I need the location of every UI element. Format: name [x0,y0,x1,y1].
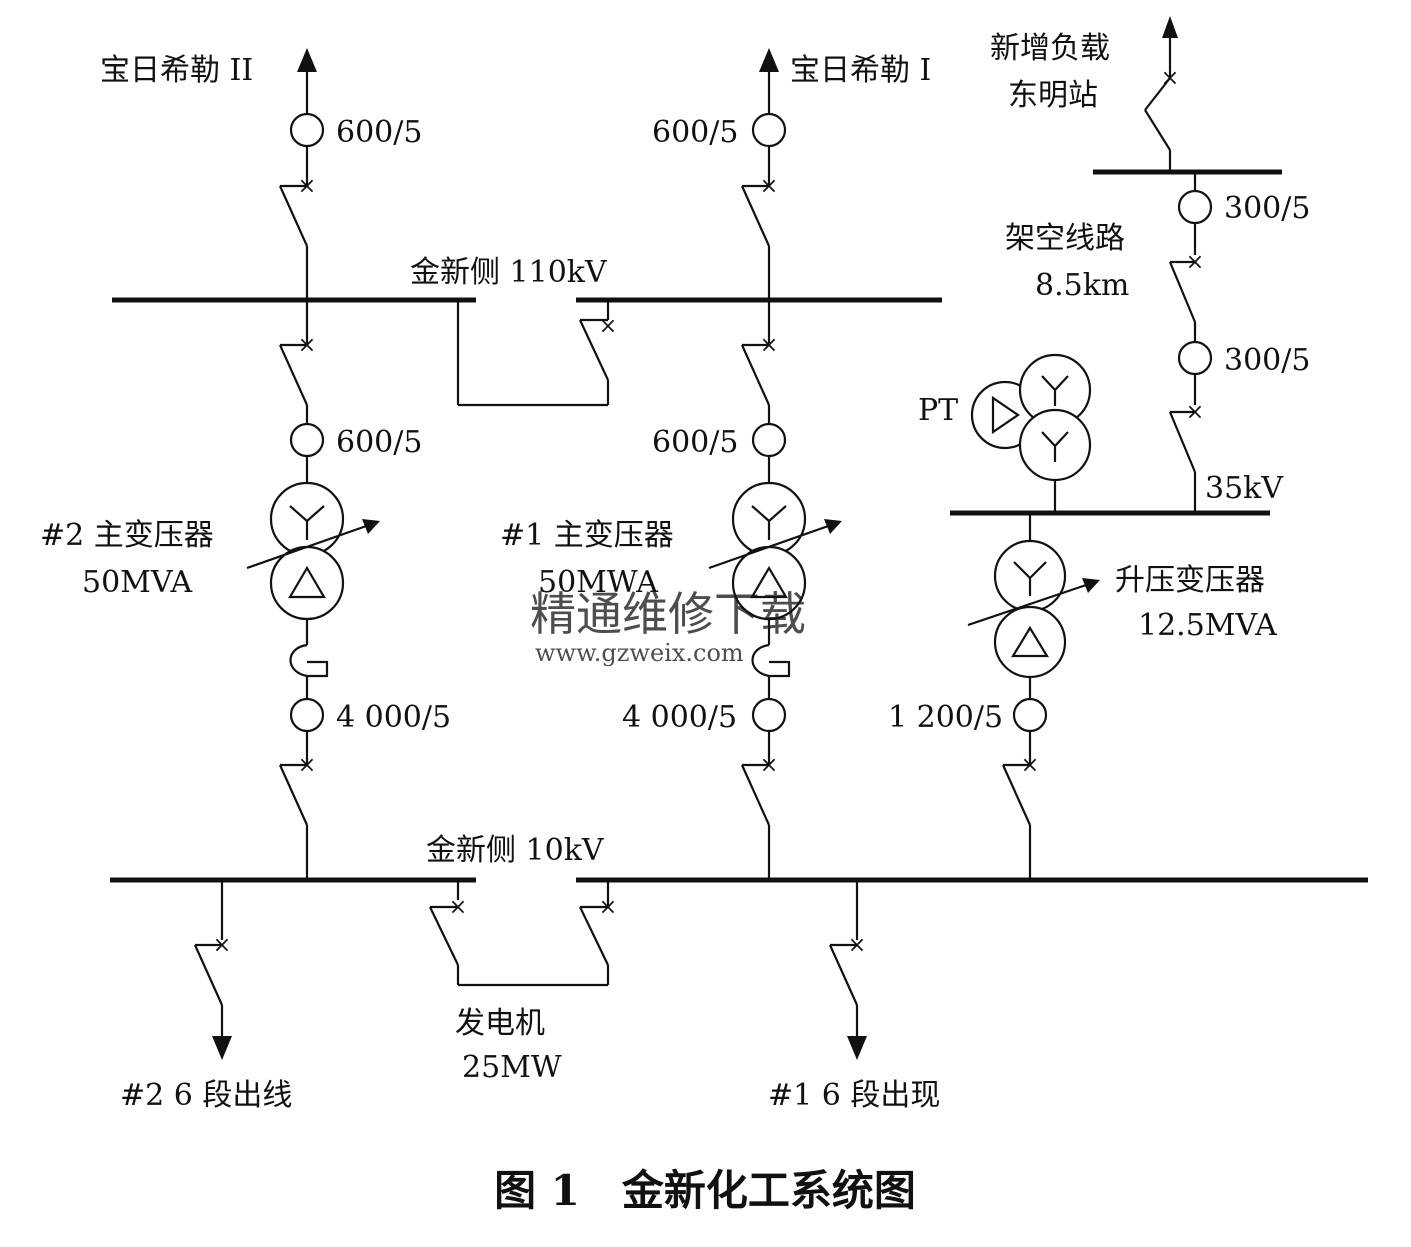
breaker-icon: × [599,895,617,920]
breaker-icon: × [449,895,467,920]
current-transformer-icon [1012,697,1048,733]
label-bus-35kv: 35kV [1205,471,1284,506]
breaker-icon: × [1186,400,1204,425]
bus-tie-110kv [456,300,610,407]
label-overhead-line-length: 8.5km [1035,268,1129,303]
label-new-load-station: 东明站 [1008,78,1098,113]
step-up-branch [1001,513,1032,880]
new-load-branch [1144,16,1197,513]
transformer-t2-icon [246,481,380,621]
ct-ratio-label: 4 000/5 [336,700,451,735]
ct-ratio-label: 300/5 [1224,343,1310,378]
ct-ratio-label: 300/5 [1224,191,1310,226]
label-t2-name: #2 主变压器 [40,518,214,553]
label-t1-rating: 50MWA [538,565,658,600]
figure-caption: 图 1 金新化工系统图 [494,1166,916,1215]
breaker-icon: × [848,933,866,958]
label-overhead-line: 架空线路 [1005,221,1125,256]
breaker-icon: × [760,174,778,199]
current-transformer-icon [289,112,325,148]
current-transformer-icon [1177,189,1213,225]
outgoing-seg2-branch [193,880,232,1060]
transformer-step-up-icon [967,539,1100,679]
generator-tie [429,880,610,987]
label-t1-name: #1 主变压器 [500,518,674,553]
arrow-up-icon [297,48,317,72]
label-step-up-rating: 12.5MVA [1138,608,1277,643]
label-new-load: 新增负载 [990,31,1110,66]
breaker-icon: × [298,333,316,358]
watermark-text: 精通维修下载 [530,587,806,641]
label-feeder-bao-ii: 宝日希勒 II [100,53,253,88]
current-transformer-icon [289,697,325,733]
ct-ratio-label: 600/5 [652,115,738,150]
label-step-up-name: 升压变压器 [1115,563,1265,598]
label-feeder-bao-i: 宝日希勒 I [790,53,931,88]
breaker-icon: × [1161,66,1179,91]
breaker-icon: × [1021,753,1039,778]
potential-transformer-icon [970,353,1092,513]
current-transformer-icon [1177,340,1213,376]
ct-ratio-label: 600/5 [336,115,422,150]
outgoing-seg1-branch [828,880,867,1060]
transformer-t1-icon [708,481,842,621]
label-generator: 发电机 [455,1006,545,1041]
breaker-icon: × [1186,250,1204,275]
current-transformer-icon [751,422,787,458]
label-bus-10kv: 金新侧 10kV [426,833,605,868]
current-transformer-icon [289,422,325,458]
label-outgoing-seg2: #2 6 段出线 [120,1078,292,1113]
ct-ratio-label: 1 200/5 [888,700,1003,735]
current-transformer-icon [751,112,787,148]
t1-branch [740,300,791,880]
breaker-icon: × [298,174,316,199]
label-bus-110kv: 金新侧 110kV [410,255,608,290]
watermark-url: www.gzweix.com [535,639,744,667]
label-generator-rating: 25MW [462,1050,562,1085]
breaker-icon: × [213,933,231,958]
label-pt: PT [918,393,958,428]
breaker-icon: × [298,753,316,778]
current-transformer-icon [751,697,787,733]
t2-branch [278,300,329,880]
arrow-down-icon [847,1036,867,1060]
arrow-down-icon [212,1036,232,1060]
breaker-icon: × [760,333,778,358]
ct-ratio-label: 4 000/5 [622,700,737,735]
ct-ratio-label: 600/5 [652,425,738,460]
arrow-up-icon [759,48,779,72]
label-t2-rating: 50MVA [82,565,193,600]
ct-ratio-label: 600/5 [336,425,422,460]
label-outgoing-seg1: #1 6 段出现 [768,1078,940,1113]
breaker-icon: × [760,753,778,778]
breaker-icon: × [599,314,617,339]
arrow-up-icon [1162,16,1178,38]
